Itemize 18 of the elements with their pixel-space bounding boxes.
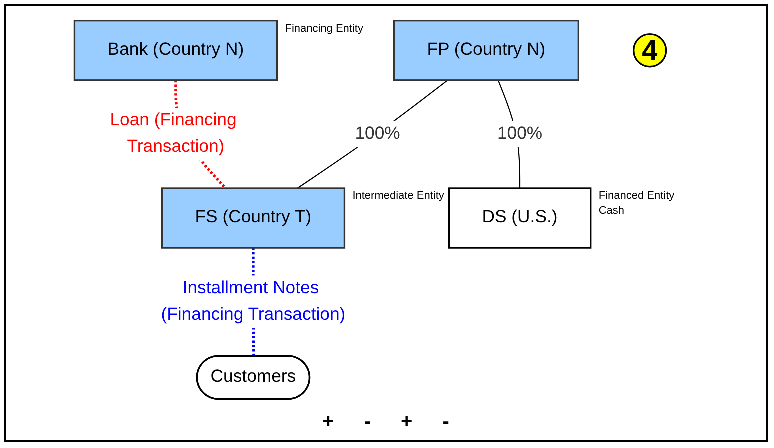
connector xyxy=(297,80,448,189)
edge-label: 100% xyxy=(355,124,400,144)
entity-note: Financing Entity xyxy=(285,22,364,35)
entity-note: Intermediate Entity xyxy=(352,190,444,202)
node-box: FP (Country N) xyxy=(393,20,580,82)
node-box: DS (U.S.) xyxy=(448,188,592,249)
node-circle: 4 xyxy=(633,34,668,68)
edge-label: Loan (Financing Transaction) xyxy=(110,111,237,156)
node-box: Bank (Country N) xyxy=(74,20,278,82)
entity-note: Financed Entity xyxy=(598,190,675,202)
sign-label: - xyxy=(442,411,450,434)
sign-label: + xyxy=(401,411,413,434)
node-box: FS (Country T) xyxy=(161,188,346,249)
entity-note: Cash xyxy=(598,205,625,218)
sign-label: + xyxy=(322,411,334,434)
edge-label: Installment Notes (Financing Transaction) xyxy=(161,278,346,324)
sign-label: - xyxy=(364,411,371,434)
edge-label: 100% xyxy=(497,124,543,144)
